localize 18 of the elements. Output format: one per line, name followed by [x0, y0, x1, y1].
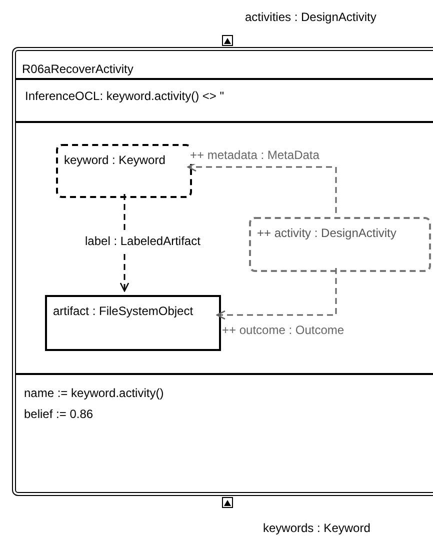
object-box: [45, 295, 221, 351]
rule-name: R06aRecoverActivity: [22, 61, 134, 78]
port-box: [222, 497, 233, 508]
port-label: activities : DesignActivity: [245, 9, 376, 26]
assignment-text: belief := 0.86: [24, 406, 94, 423]
object-label: artifact : FileSystemObject: [53, 303, 194, 320]
port-label: keywords : Keyword: [263, 520, 370, 537]
edge-label: ++ metadata : MetaData: [189, 146, 320, 164]
edge-label: label : LabeledArtifact: [84, 232, 202, 250]
object-label: keyword : Keyword: [64, 152, 166, 169]
dashed-arrow: [187, 162, 337, 213]
port-box: [222, 35, 233, 46]
assignment-text: name := keyword.activity(): [24, 385, 164, 402]
dashed-arrow: [216, 268, 337, 320]
condition-text: InferenceOCL: keyword.activity() <> ": [25, 88, 224, 105]
object-label: ++ activity : DesignActivity: [257, 225, 396, 242]
object-box: [249, 217, 431, 272]
object-box: [56, 144, 192, 198]
